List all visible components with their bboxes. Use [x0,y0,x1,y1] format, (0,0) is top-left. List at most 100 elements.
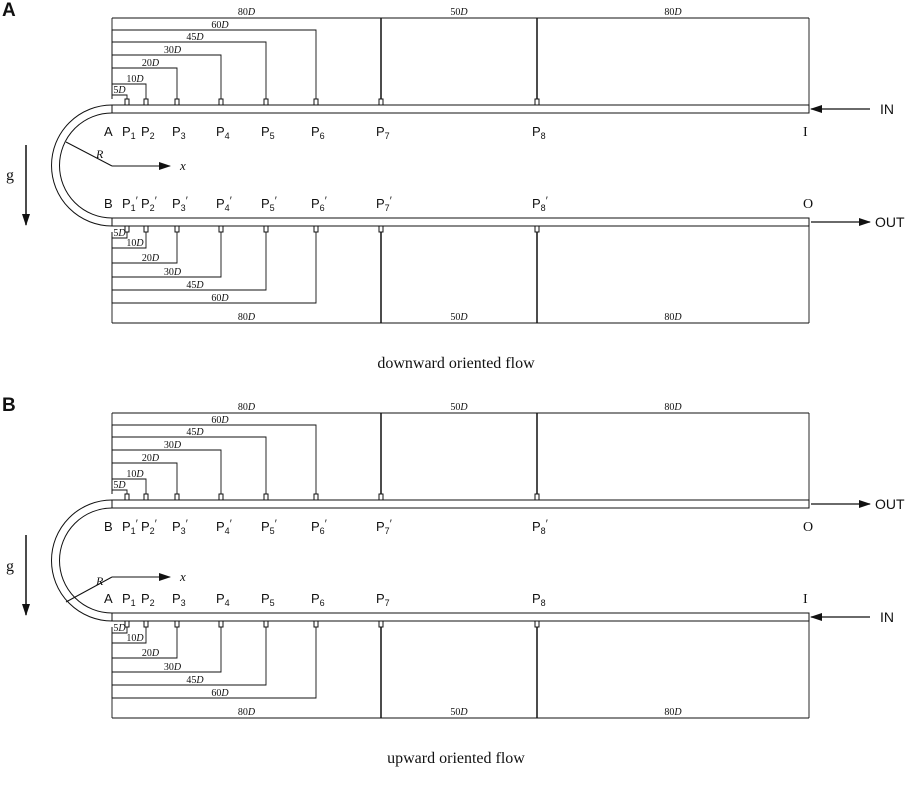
lower-port-label-4: P4 [216,591,230,608]
lower-tap-5 [263,225,269,233]
upper-dim-label-3: 20D [142,453,160,464]
upper-tap-5 [263,98,269,106]
upper-port-label-6: P6′ [311,518,327,536]
lower-port-label-5: P5′ [261,195,277,213]
lower-dim-label-9: 80D [664,707,682,718]
radius-line [65,576,113,603]
lower-tap-6 [313,620,319,628]
upper-port-label-1: P1′ [122,518,138,536]
upper-dim-label-5: 45D [186,32,204,43]
lower-tap-3 [174,225,180,233]
upper-start-label: A [104,124,113,139]
upper-dim-line-5 [111,436,267,494]
radius-label: R [95,574,104,588]
upper-tap-1 [124,98,130,106]
lower-tap-8 [534,225,540,233]
x-axis-label: x [179,158,186,173]
x-axis-label: x [179,569,186,584]
upper-port-label-1: P1 [122,124,136,141]
upper-dim-label-9: 80D [664,402,682,413]
lower-port-label-2: P2 [141,591,155,608]
upper-pipe [111,104,810,114]
lower-tap-2 [143,620,149,628]
upper-dim-label-2: 10D [126,74,144,85]
lower-port-label-1: P1′ [122,195,138,213]
gravity-label: g [6,558,14,575]
u-bend-outer [51,104,113,227]
upper-dim-label-6: 60D [211,415,229,426]
upper-dim-label-9: 80D [664,7,682,18]
upper-port-label-7: P7 [376,124,390,141]
lower-tap-4 [218,620,224,628]
upper-dim-label-8: 50D [450,402,468,413]
lower-tap-3 [174,620,180,628]
upper-port-label-4: P4 [216,124,230,141]
lower-dim-label-1: 5D [113,228,126,239]
u-bend-outer [51,499,113,622]
radius-line [65,141,113,167]
lower-dim-label-8: 50D [450,312,468,323]
inlet-label: IN [880,609,894,625]
upper-port-label-8: P8 [532,124,546,141]
upper-start-label: B [104,519,113,534]
upper-port-label-5: P5′ [261,518,277,536]
upper-pipe [111,499,810,509]
panel-label: A [2,0,16,21]
upper-tap-4 [218,493,224,501]
upper-dim-label-1: 5D [113,85,126,96]
upper-tap-7 [378,98,384,106]
lower-tap-8 [534,620,540,628]
lower-pipe [111,217,810,227]
upper-dim-label-7: 80D [238,7,256,18]
upper-tap-6 [313,493,319,501]
upper-dim-label-3: 20D [142,58,160,69]
lower-dim-label-3: 20D [142,253,160,264]
lower-port-label-6: P6′ [311,195,327,213]
lower-dim-label-9: 80D [664,312,682,323]
lower-port-label-1: P1 [122,591,136,608]
upper-dim-label-8: 50D [450,7,468,18]
lower-tap-7 [378,225,384,233]
upper-port-label-5: P5 [261,124,275,141]
upper-port-label-8: P8′ [532,518,548,536]
lower-dim-label-4: 30D [164,662,182,673]
lower-dim-label-1: 5D [113,623,126,634]
panel-label: B [2,395,16,416]
inlet-label: IN [880,101,894,117]
upper-tap-8 [534,98,540,106]
lower-start-label: B [104,196,113,211]
lower-port-label-5: P5 [261,591,275,608]
upper-dim-label-5: 45D [186,427,204,438]
upper-port-label-7: P7′ [376,518,392,536]
lower-tap-5 [263,620,269,628]
u-bend-inner [59,507,113,614]
upper-tap-2 [143,98,149,106]
upper-dim-label-2: 10D [126,469,144,480]
lower-tap-4 [218,225,224,233]
panel-caption: downward oriented flow [377,355,535,372]
lower-start-label: A [104,591,113,606]
upper-dim-label-6: 60D [211,20,229,31]
upper-port-label-6: P6 [311,124,325,141]
upper-tap-7 [378,493,384,501]
lower-port-label-7: P7′ [376,195,392,213]
lower-pipe [111,612,810,622]
upper-end-label: I [803,125,808,140]
lower-dim-label-2: 10D [126,633,144,644]
upper-tap-1 [124,493,130,501]
panel-caption: upward oriented flow [387,750,525,767]
upper-port-label-3: P3 [172,124,186,141]
upper-port-label-4: P4′ [216,518,232,536]
lower-dim-label-6: 60D [211,293,229,304]
lower-port-label-7: P7 [376,591,390,608]
upper-tap-3 [174,98,180,106]
lower-port-label-8: P8′ [532,195,548,213]
upper-port-label-3: P3′ [172,518,188,536]
lower-tap-2 [143,225,149,233]
upper-tap-2 [143,493,149,501]
upper-dim-line-5 [111,41,267,99]
